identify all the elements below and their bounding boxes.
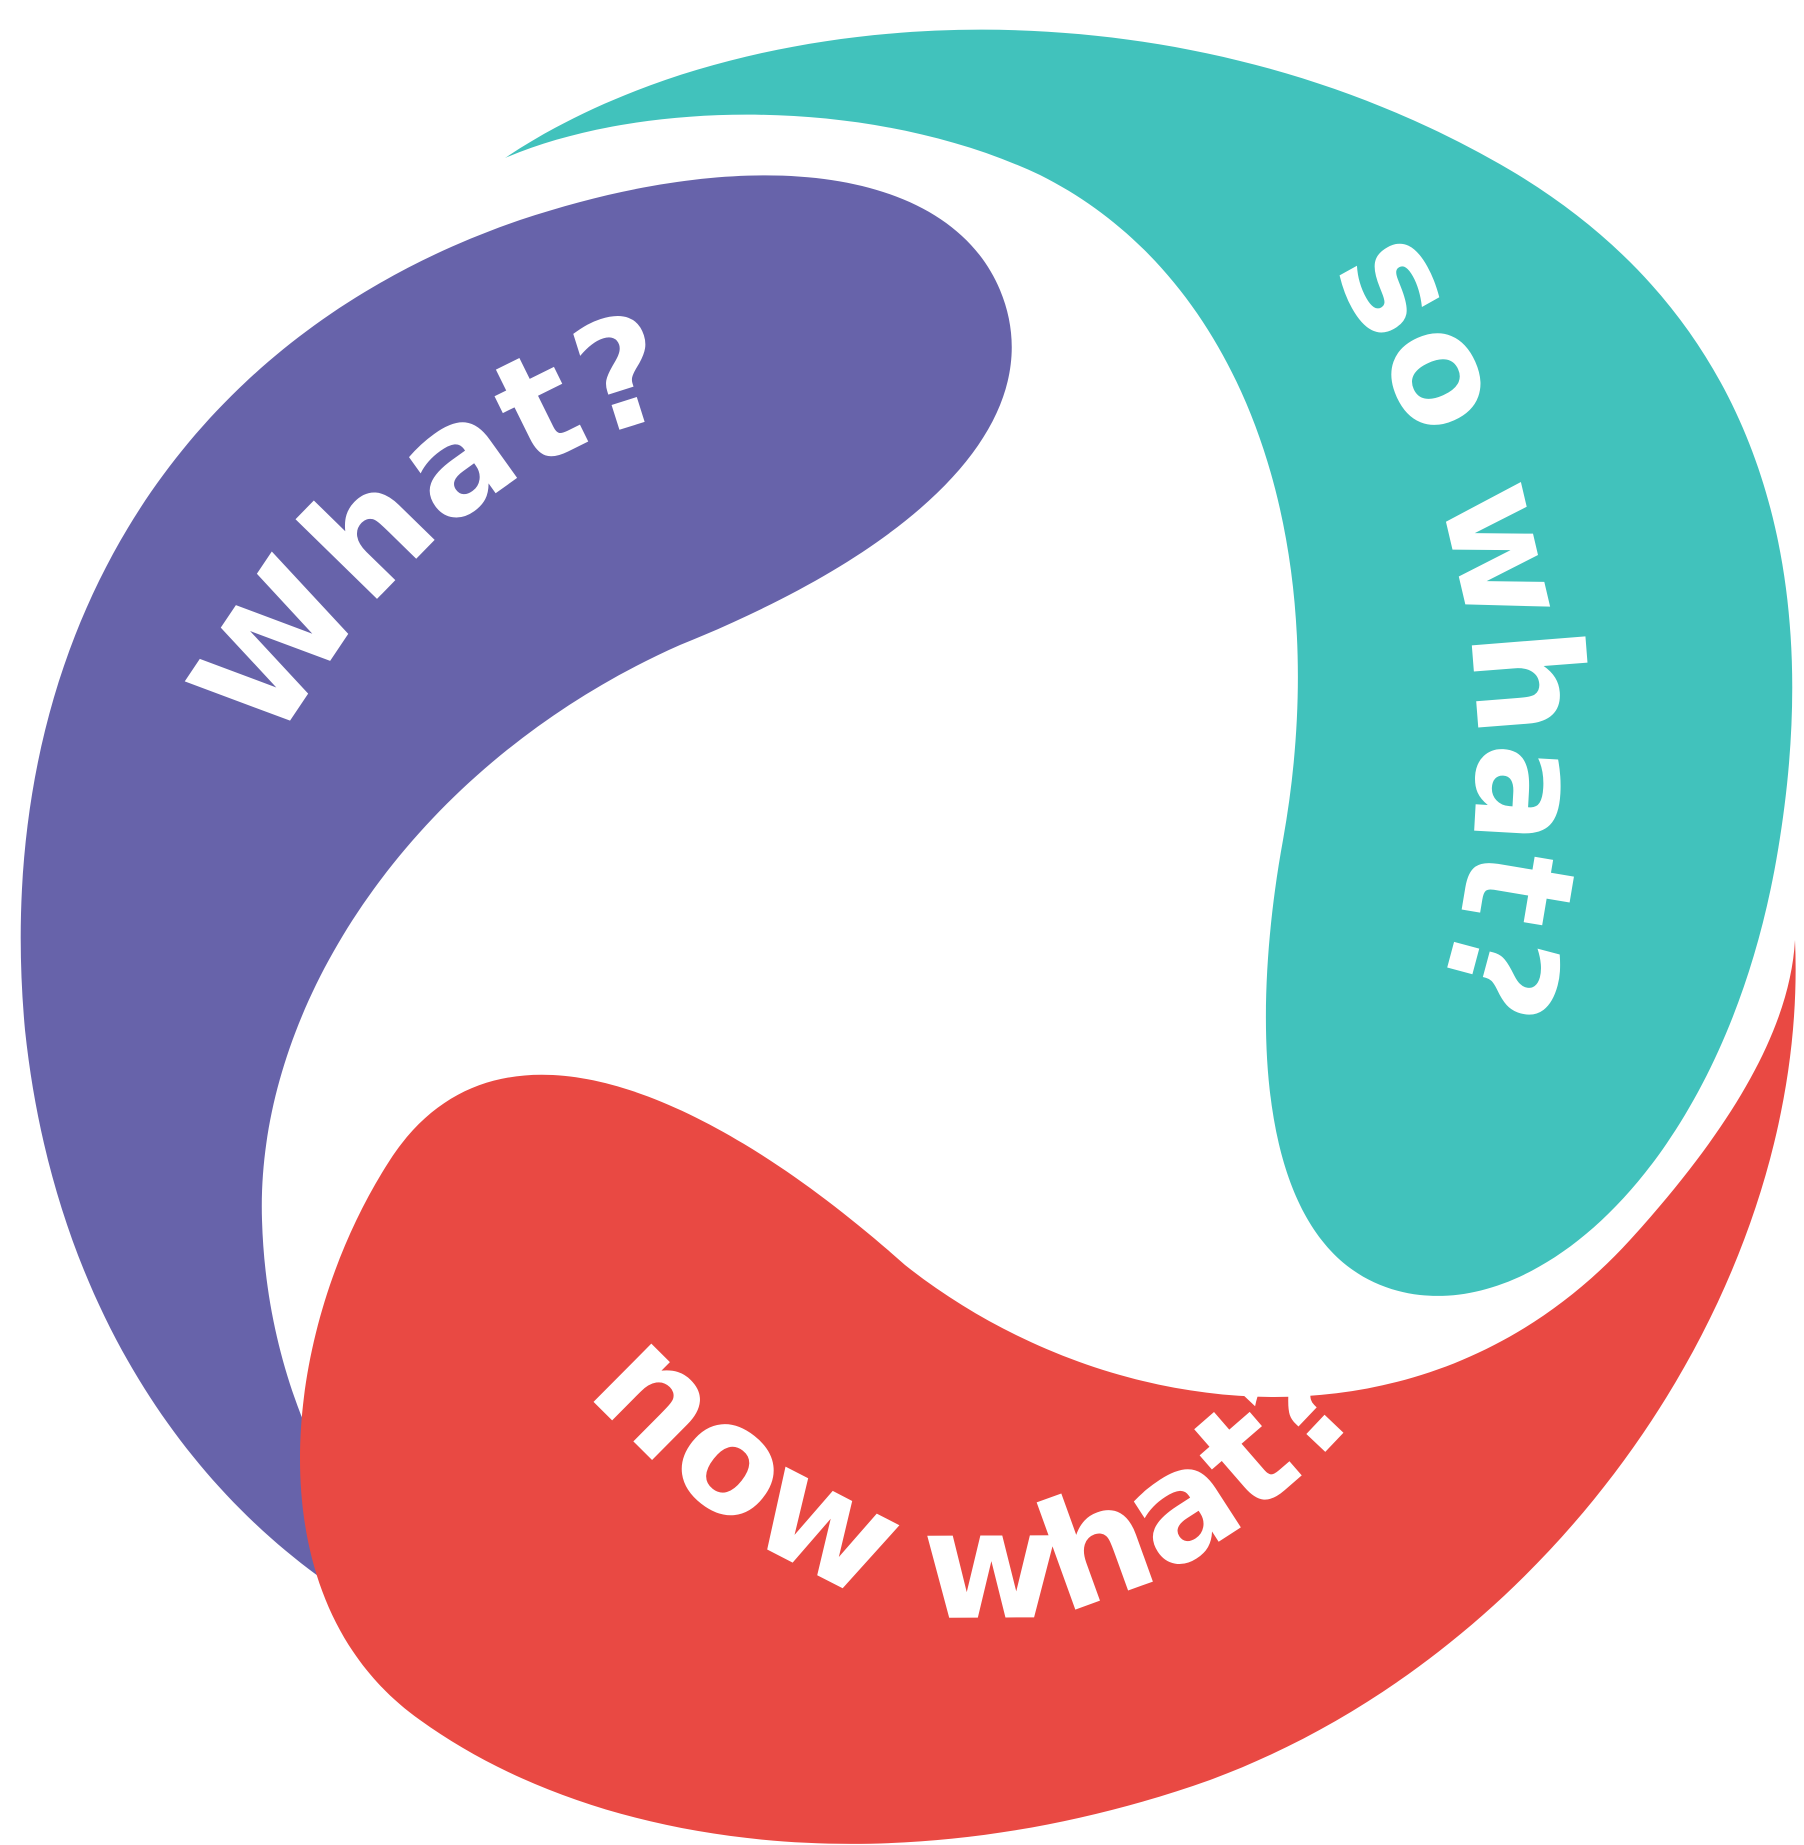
what-segment [20, 175, 1012, 1663]
now-what-segment [300, 940, 1796, 1844]
so-what-segment [505, 29, 1793, 1296]
